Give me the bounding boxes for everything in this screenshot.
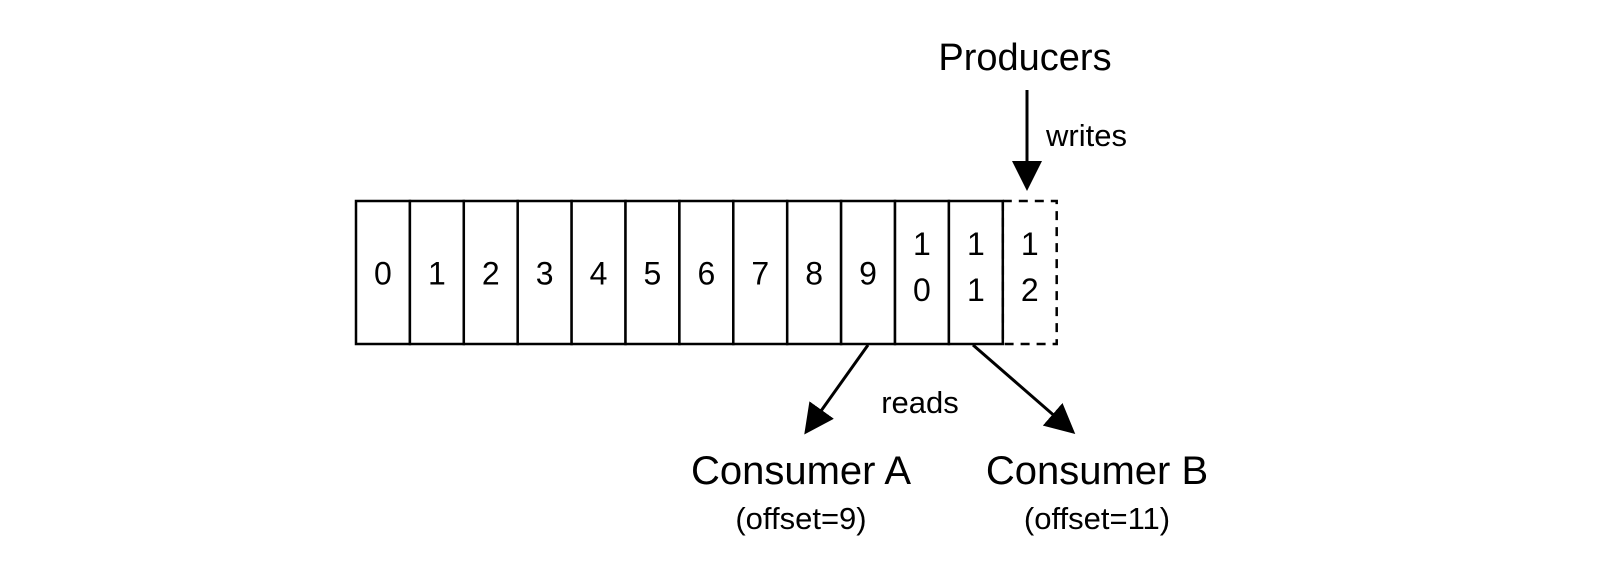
reads-arrow-consumer-a [804,344,870,435]
reads-label: reads [881,385,959,420]
log-cell-offset: 1 [913,226,931,262]
pending-cell-offset: 1 [1021,226,1039,262]
reads-arrow-consumer-b [972,343,1076,434]
log-cell [462,199,519,346]
log-cell-offset: 4 [590,256,608,292]
consumer-a-name: Consumer A [691,449,911,493]
log-cell-offset: 5 [644,256,662,292]
log-cell-offset: 1 [428,256,446,292]
log-cell-offset: 0 [374,256,392,292]
pending-cell-border [1001,199,1058,346]
log-cell-offset: 1 [967,226,985,262]
producers-label: Producers [938,37,1111,79]
log-cell-offset: 1 [967,272,985,308]
log-cell [839,199,897,346]
log-cell-offset: 8 [805,256,823,292]
consumer-a-offset: (offset=9) [735,501,866,536]
log-cell-offset: 6 [697,256,715,292]
log-cell-offset: 0 [913,272,931,308]
log-cell-offset: 3 [536,256,554,292]
consumer-b-offset: (offset=11) [1024,501,1170,536]
log-cell-offset: 9 [859,256,877,292]
log-cell-offset: 7 [751,256,769,292]
log-cell [785,199,843,346]
pending-log-cell: 12 [1001,199,1058,346]
log-cell [408,199,466,346]
log-cell [893,199,951,346]
consumer-b-name: Consumer B [986,449,1208,493]
log-cell-offset: 2 [482,256,500,292]
pending-cell-offset: 2 [1021,272,1039,308]
writes-label: writes [1045,118,1127,153]
